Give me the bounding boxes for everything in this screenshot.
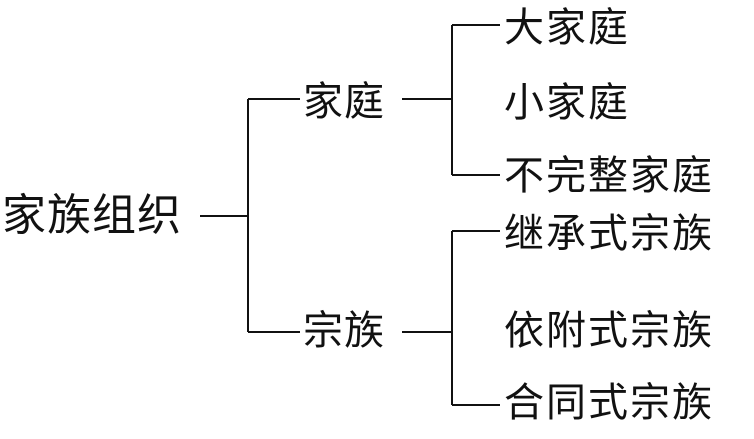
root-node: 家族组织: [2, 190, 182, 241]
leaf-node: 大家庭: [504, 5, 630, 51]
branch-node-clan: 宗族: [303, 308, 385, 354]
leaf-node: 继承式宗族: [504, 211, 714, 257]
leaf-node: 合同式宗族: [504, 380, 714, 426]
branch-node-family: 家庭: [303, 79, 385, 125]
leaf-node: 小家庭: [504, 80, 630, 126]
leaf-node: 依附式宗族: [504, 308, 714, 354]
leaf-node: 不完整家庭: [504, 153, 714, 199]
